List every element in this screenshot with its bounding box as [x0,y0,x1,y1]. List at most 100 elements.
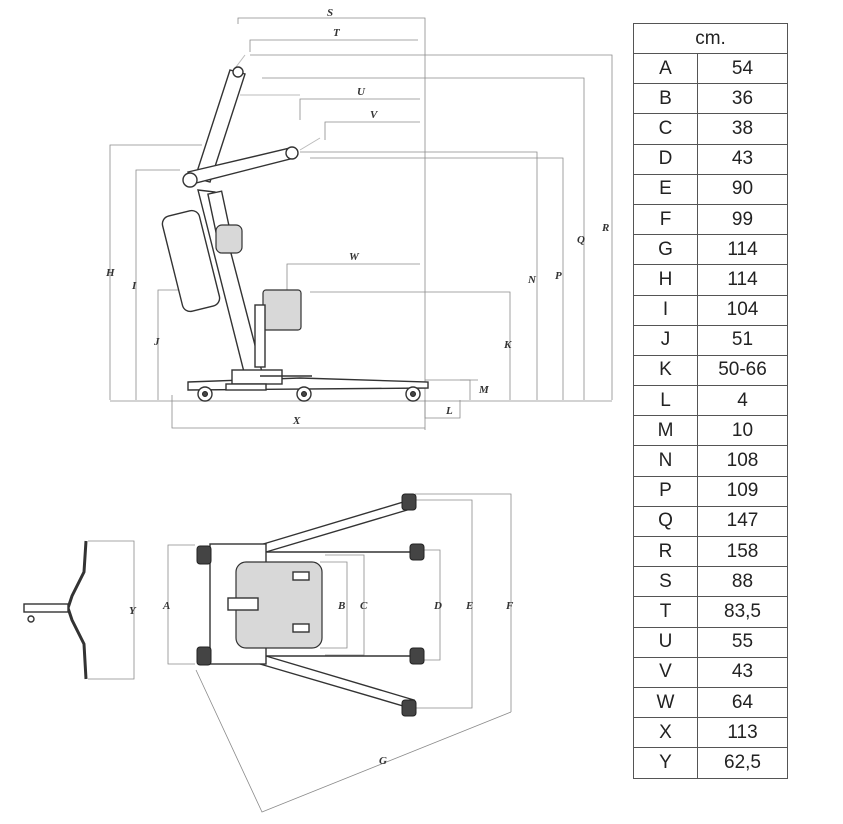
dimension-letter: U [633,626,698,658]
dimension-value: 43 [697,656,788,688]
dimension-letter: R [633,535,698,568]
label-H: H [105,267,115,279]
dimension-value: 88 [697,566,788,598]
lift-dimension-drawing: S T U V W H I J K N P Q R M L X Y [23,7,613,813]
label-P: P [555,270,562,282]
dimension-letter: B [633,83,698,115]
dimension-value: 55 [697,626,788,658]
dimension-value: 51 [697,324,788,356]
dimension-value: 108 [697,445,788,477]
dimension-value: 113 [697,717,788,749]
label-S: S [327,7,333,19]
label-N: N [527,274,537,286]
dimension-value: 109 [697,475,788,507]
label-R: R [601,222,609,234]
dimension-letter: C [633,113,698,145]
dimension-letter: Y [633,747,698,779]
top-view-labels: A B C D E F G [162,600,514,767]
side-view-dimension-lines [109,17,613,430]
dimension-value: 36 [697,83,788,115]
label-B: B [337,600,345,612]
dimension-value: 4 [697,385,788,417]
label-U: U [357,86,366,98]
dimension-letter: P [633,475,698,507]
label-K: K [503,339,512,351]
dimension-letter: J [633,324,698,356]
label-M: M [478,384,490,396]
front-view: Y [23,540,137,680]
dimension-value: 43 [697,143,788,175]
dimension-letter: W [633,686,698,719]
top-view-dimension-lines [167,493,512,813]
dimension-letter: K [633,354,698,387]
dimension-letter: I [633,294,698,326]
dimension-letter: D [633,143,698,175]
dimension-letter: A [633,52,698,85]
dimension-value: 114 [697,264,788,296]
label-Q: Q [577,234,585,246]
dimension-value: 83,5 [697,596,788,628]
dimension-letter: S [633,566,698,598]
label-V: V [370,109,379,121]
dimension-value: 50-66 [697,354,788,387]
label-J: J [153,336,160,348]
dimension-value: 62,5 [697,747,788,779]
dimension-letter: T [633,596,698,628]
dimension-value: 10 [697,415,788,447]
side-view-labels: S T U V W H I J K N P Q R M L X [105,7,609,427]
table-header-row: cm. [633,23,788,54]
label-X: X [292,415,301,427]
top-view-lift [196,493,425,717]
dimension-letter: F [633,203,698,236]
dimension-letter: M [633,415,698,447]
dimension-letter: E [633,173,698,205]
label-E: E [465,600,473,612]
unit-header: cm. [633,23,788,54]
dimension-value: 147 [697,505,788,538]
dimension-letter: H [633,264,698,296]
top-view: A B C D E F G [162,493,514,813]
dimension-letter: G [633,234,698,266]
label-I: I [131,280,137,292]
dimension-value: 38 [697,113,788,145]
side-view-lift [161,54,429,402]
side-view: S T U V W H I J K N P Q R M L X [105,7,613,430]
dimension-letter: L [633,385,698,417]
dimension-value: 90 [697,173,788,205]
label-D: D [433,600,442,612]
dimension-value: 99 [697,203,788,236]
dimension-value: 54 [697,52,788,85]
label-T: T [333,27,341,39]
dimension-letter: Q [633,505,698,538]
dimension-value: 64 [697,686,788,719]
label-C: C [360,600,368,612]
dimension-value: 158 [697,535,788,568]
label-F: F [505,600,514,612]
dimension-letter: X [633,717,698,749]
